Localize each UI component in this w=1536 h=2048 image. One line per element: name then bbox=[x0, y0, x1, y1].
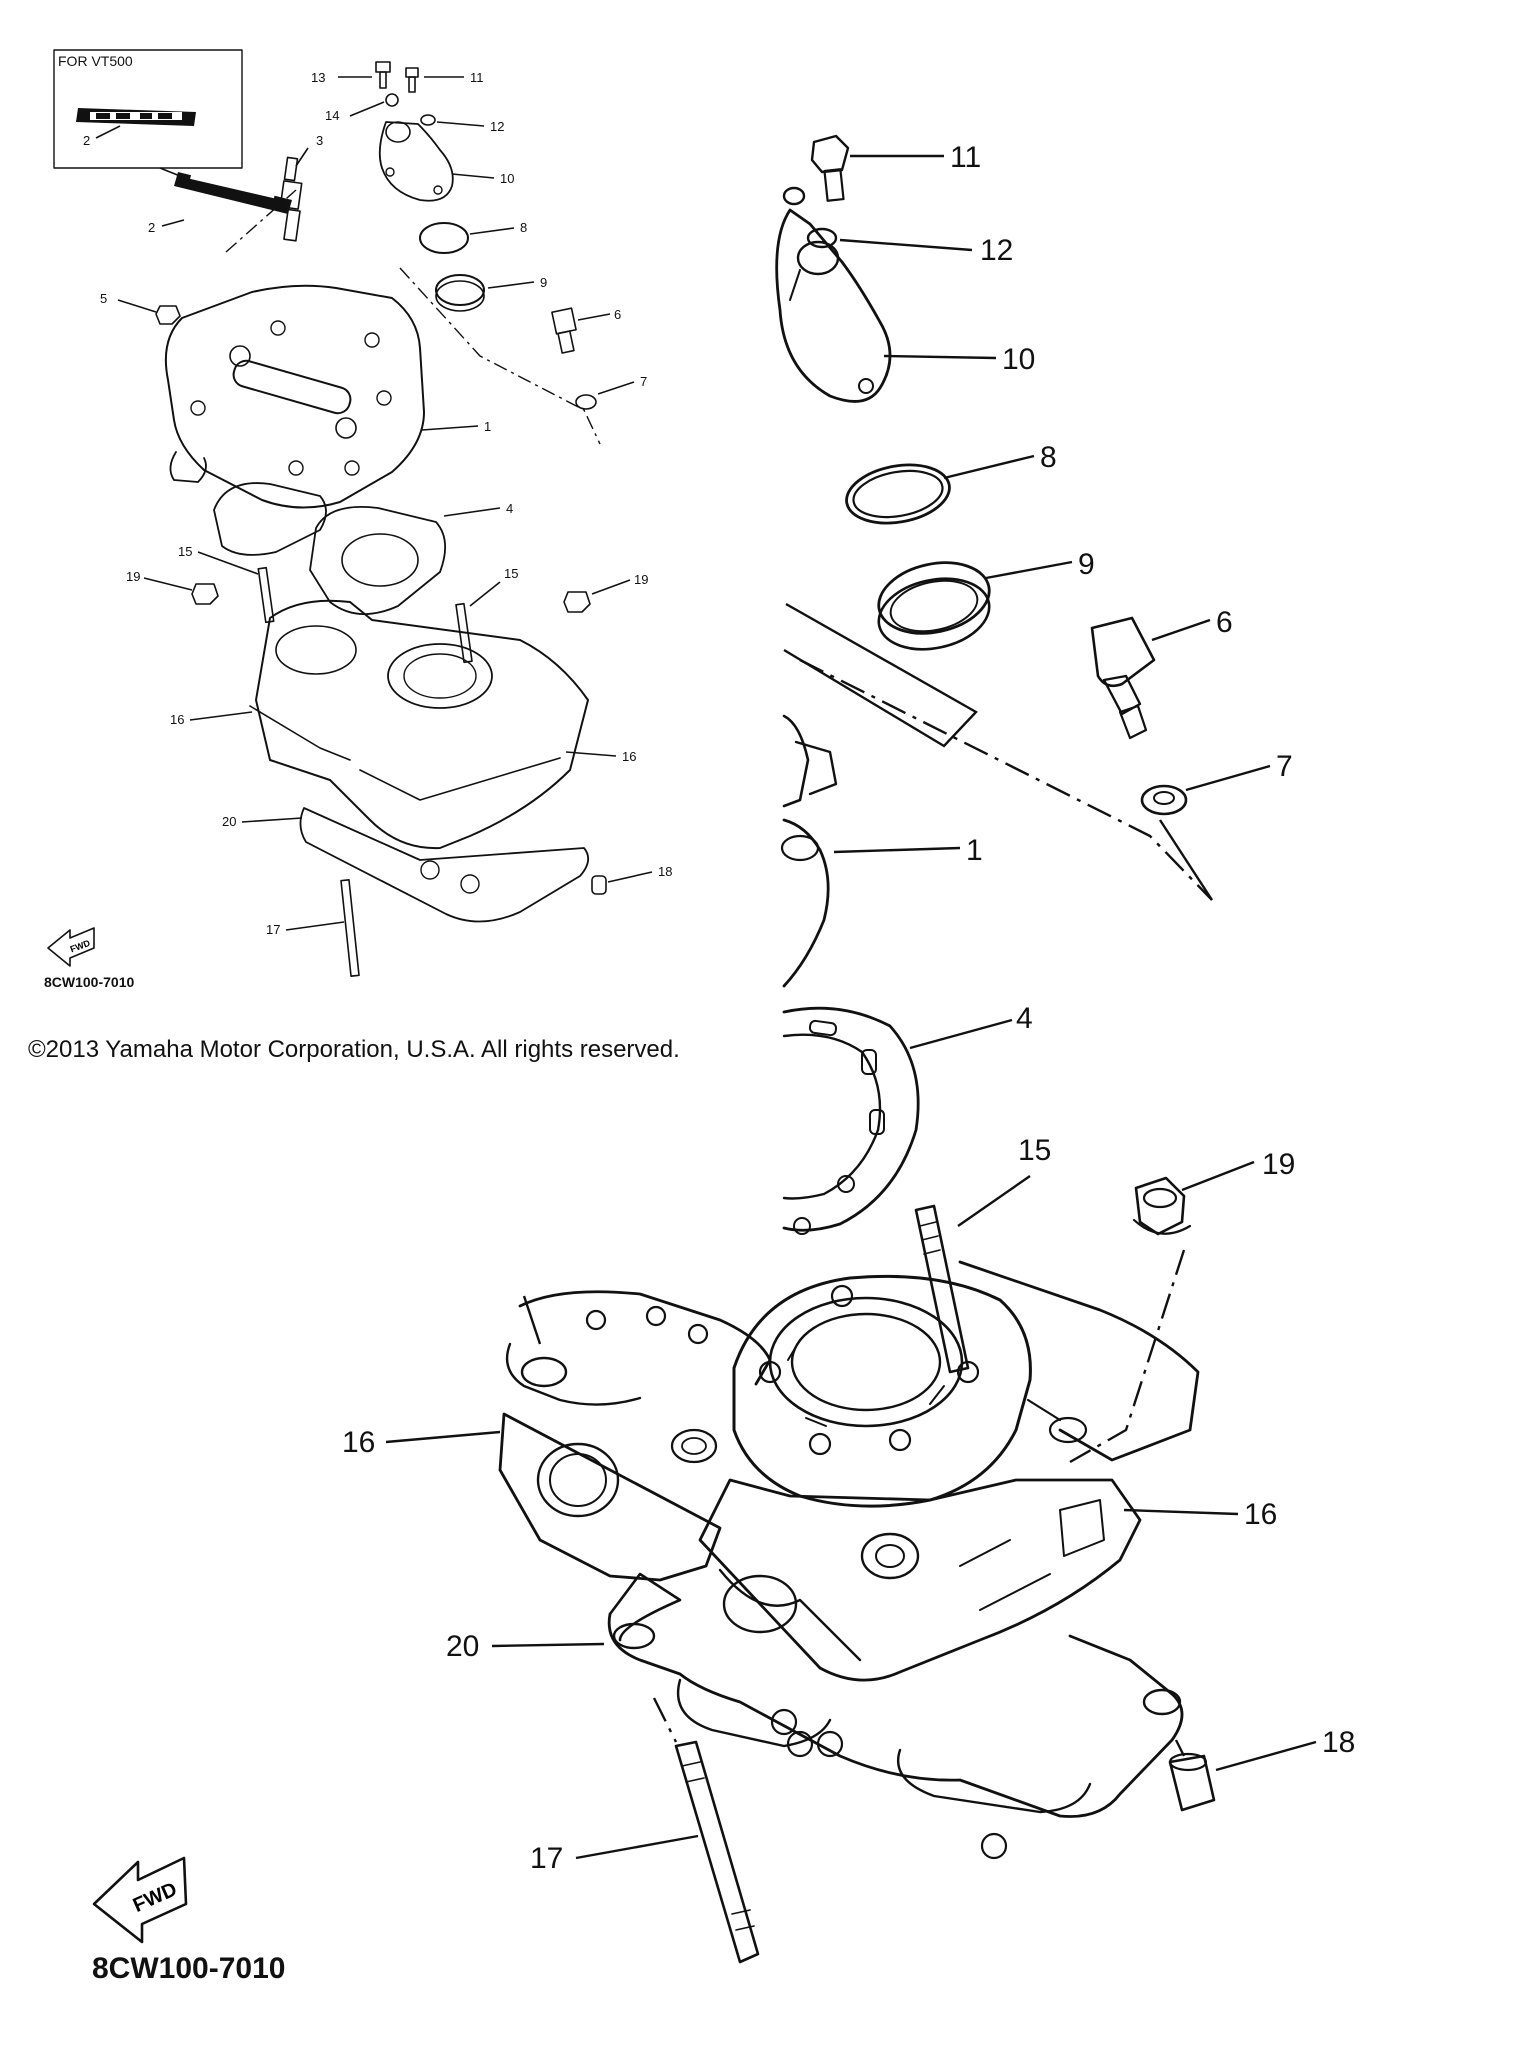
thermostat-cover-icon bbox=[378, 121, 454, 202]
fwd-arrow-icon: FWD bbox=[47, 927, 95, 967]
washer-icon bbox=[385, 93, 399, 107]
flange-nut-icon bbox=[563, 591, 591, 613]
callout-15-left: 15 bbox=[178, 544, 192, 559]
washer-icon bbox=[806, 227, 838, 249]
base-gasket-icon bbox=[299, 807, 590, 923]
o-ring-icon bbox=[419, 222, 469, 254]
callout-9: 9 bbox=[540, 275, 547, 290]
inset-title: FOR VT500 bbox=[58, 53, 133, 69]
thermostat-cover-icon bbox=[775, 208, 892, 403]
callout-15-right: 15 bbox=[504, 566, 518, 581]
callout-17: 17 bbox=[266, 922, 280, 937]
callout-16-right-large: 16 bbox=[1244, 1498, 1277, 1531]
svg-text:FWD: FWD bbox=[69, 938, 92, 955]
callout-7: 7 bbox=[640, 374, 647, 389]
cylinder-head-icon bbox=[164, 284, 425, 509]
diagram-code-large: 8CW100-7010 bbox=[92, 1952, 286, 1985]
callout-10: 10 bbox=[500, 171, 514, 186]
callout-15-large: 15 bbox=[1018, 1134, 1051, 1167]
callout-12-large: 12 bbox=[980, 234, 1013, 267]
callout-17-large: 17 bbox=[530, 1842, 563, 1875]
washer-icon bbox=[782, 186, 806, 206]
callout-16-left: 16 bbox=[170, 712, 184, 727]
o-ring-icon bbox=[845, 463, 951, 525]
callout-8: 8 bbox=[520, 220, 527, 235]
callout-7-large: 7 bbox=[1276, 750, 1293, 783]
callout-1-large: 1 bbox=[966, 834, 983, 867]
washer-icon bbox=[1140, 784, 1188, 816]
callout-16-right: 16 bbox=[622, 749, 636, 764]
bolt-icon bbox=[375, 61, 391, 89]
seal-ring-icon bbox=[877, 561, 991, 651]
flange-nut-icon bbox=[191, 583, 219, 605]
callout-1: 1 bbox=[484, 419, 491, 434]
washer-icon bbox=[420, 114, 436, 126]
copyright-notice: ©2013 Yamaha Motor Corporation, U.S.A. A… bbox=[28, 1036, 680, 1063]
callout-4: 4 bbox=[506, 501, 513, 516]
callout-5: 5 bbox=[100, 291, 107, 306]
callout-18: 18 bbox=[658, 864, 672, 879]
callout-11-large: 11 bbox=[950, 141, 981, 174]
dowel-pin-icon bbox=[1168, 1752, 1216, 1812]
callout-19-large: 19 bbox=[1262, 1148, 1295, 1181]
callout-14: 14 bbox=[325, 108, 339, 123]
callout-11: 11 bbox=[470, 70, 484, 85]
temperature-sensor-icon bbox=[1090, 616, 1156, 740]
callout-2-decal: 2 bbox=[148, 220, 155, 235]
inset-frame bbox=[53, 49, 243, 169]
decal-icon bbox=[76, 108, 196, 126]
head-gasket-icon bbox=[213, 482, 446, 615]
dowel-pin-icon bbox=[591, 875, 607, 895]
base-gasket-icon bbox=[607, 1572, 1184, 1860]
cap-nut-icon bbox=[155, 305, 181, 325]
bolt-icon bbox=[810, 134, 850, 202]
callout-4-large: 4 bbox=[1016, 1002, 1033, 1035]
callout-19-right: 19 bbox=[634, 572, 648, 587]
fwd-arrow-icon: FWD bbox=[92, 1856, 188, 1944]
spark-plug-icon bbox=[279, 156, 303, 242]
callout-3: 3 bbox=[316, 133, 323, 148]
callout-8-large: 8 bbox=[1040, 441, 1057, 474]
cylinder-block-icon bbox=[498, 1260, 1200, 1682]
stud-bolt-icon bbox=[340, 879, 360, 977]
bolt-icon bbox=[405, 67, 419, 93]
callout-20: 20 bbox=[222, 814, 236, 829]
temperature-sensor-icon bbox=[551, 307, 577, 354]
callout-16-left-large: 16 bbox=[342, 1426, 375, 1459]
stud-bolt-icon bbox=[674, 1740, 760, 1964]
washer-icon bbox=[575, 394, 597, 410]
callout-6: 6 bbox=[614, 307, 621, 322]
callout-2-inset: 2 bbox=[83, 133, 90, 148]
callout-20-large: 20 bbox=[446, 1630, 479, 1663]
seal-ring-icon bbox=[435, 274, 485, 312]
callout-9-large: 9 bbox=[1078, 548, 1095, 581]
cylinder-block-icon bbox=[249, 599, 589, 850]
callout-18-large: 18 bbox=[1322, 1726, 1355, 1759]
callout-6-large: 6 bbox=[1216, 606, 1233, 639]
callout-12: 12 bbox=[490, 119, 504, 134]
callout-19-left: 19 bbox=[126, 569, 140, 584]
callout-10-large: 10 bbox=[1002, 343, 1035, 376]
decal-icon bbox=[174, 171, 292, 214]
head-gasket-icon bbox=[782, 1006, 920, 1235]
diagram-code-small: 8CW100-7010 bbox=[44, 974, 135, 990]
callout-13: 13 bbox=[311, 70, 325, 85]
stud-bolt-icon bbox=[914, 1204, 970, 1374]
flange-nut-icon bbox=[1132, 1176, 1192, 1236]
cylinder-head-icon bbox=[780, 714, 838, 988]
stud-bolt-icon bbox=[257, 566, 275, 624]
